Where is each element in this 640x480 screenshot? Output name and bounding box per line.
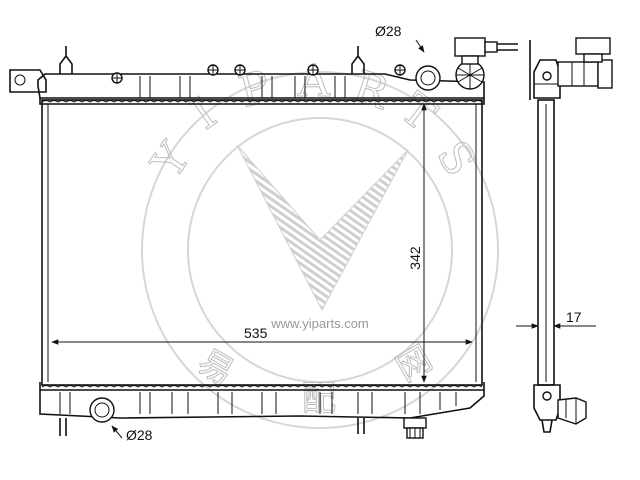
- bolt: [207, 64, 219, 76]
- watermark-letter: T: [391, 83, 446, 141]
- watermark-url: www.yiparts.com: [270, 316, 369, 331]
- top-left-bracket: [9, 69, 47, 93]
- side-inlet-pipe: [557, 37, 613, 89]
- mount-pin: [357, 418, 365, 434]
- drain-plug: [403, 417, 427, 439]
- bolt: [307, 64, 319, 76]
- watermark-letter: Y: [142, 133, 202, 188]
- depth-label: 17: [566, 309, 582, 325]
- radiator-front-view: Ø28: [9, 23, 518, 443]
- bolt: [394, 64, 406, 76]
- top-tank: Ø28: [9, 23, 518, 105]
- width-dimension: 535: [51, 325, 473, 345]
- bolt: [234, 64, 246, 76]
- watermark-letter: I: [182, 88, 225, 140]
- top-port-label: Ø28: [375, 23, 402, 39]
- bottom-port-dimension: Ø28: [111, 425, 153, 443]
- mount-pin: [351, 46, 365, 74]
- height-dimension: 342: [407, 103, 427, 383]
- side-outlet-pipe: [557, 397, 587, 425]
- watermark-v-logo: [236, 144, 409, 312]
- watermark: Y I P A R T S 易 配 网 www.yiparts.com: [141, 56, 499, 429]
- height-label: 342: [407, 246, 423, 270]
- filler-cap: [454, 37, 518, 90]
- watermark-cjk: 易 配 网: [191, 338, 440, 420]
- bottom-tank: Ø28: [39, 382, 485, 443]
- watermark-letter: A: [297, 56, 331, 107]
- top-port-dimension: Ø28: [375, 23, 425, 53]
- mount-pin: [59, 418, 67, 436]
- bottom-port-label: Ø28: [126, 427, 153, 443]
- watermark-cjk-char: 网: [390, 338, 439, 390]
- watermark-letter: R: [347, 61, 396, 120]
- radiator-side-view: 17: [516, 37, 613, 433]
- depth-dimension: 17: [516, 309, 596, 329]
- watermark-letter: S: [426, 132, 485, 185]
- watermark-inner-ring: [187, 117, 453, 383]
- watermark-outer-ring: [141, 71, 499, 429]
- bolt: [111, 72, 123, 84]
- width-label: 535: [244, 325, 268, 341]
- top-inlet-port: [415, 65, 441, 91]
- bottom-outlet-port: [89, 397, 115, 423]
- mount-pin: [59, 46, 73, 74]
